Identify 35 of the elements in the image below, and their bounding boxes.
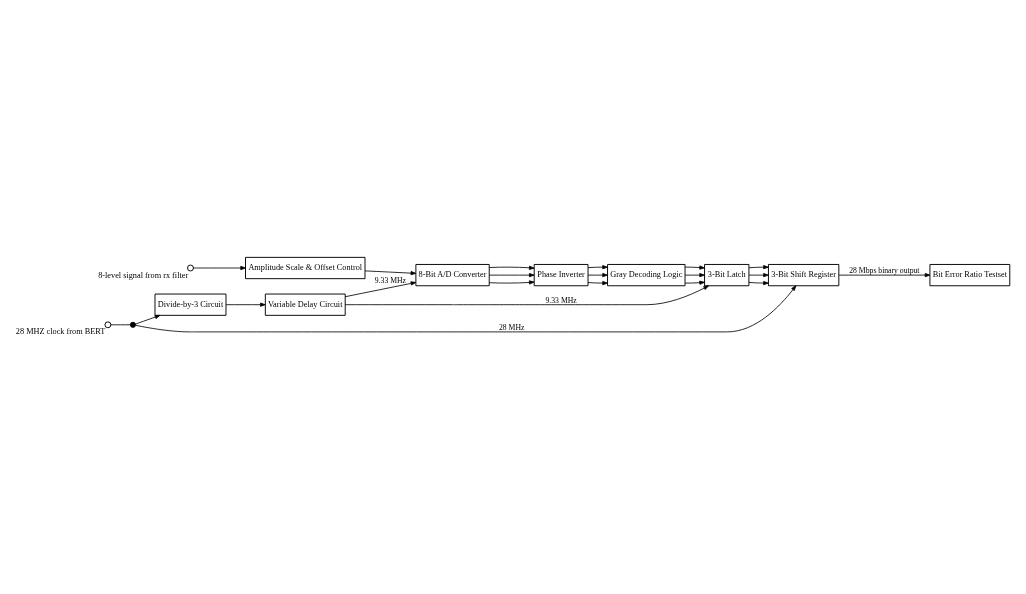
arrow [748,265,769,270]
connector [110,324,131,326]
node-box: 8-Bit A/D Converter [415,264,490,287]
node-box: 3-Bit Latch [704,264,750,287]
node-box: Bit Error Ratio Testset [929,264,1011,287]
node-box: Gray Decoding Logic [607,264,686,287]
arrow [135,285,797,333]
node-circle [187,264,194,272]
node-box: 3-Bit Shift Register [767,264,840,287]
arrow [748,281,769,286]
arrow [684,265,705,270]
arrow [838,273,931,278]
node-box: Amplitude Scale & Offset Control [245,256,366,280]
arrow [364,270,417,276]
node-label: 8-level signal from rx filter [98,270,189,280]
node-box: Variable Delay Circuit [264,293,346,316]
node-dot [129,321,136,328]
arrow [344,285,709,306]
arrow [488,265,535,270]
arrow [225,302,266,307]
arrow [684,280,705,285]
node-box: Divide-by-3 Circuit [154,293,227,316]
arrow [135,315,161,325]
arrow [748,273,769,278]
arrow [587,265,608,270]
node-box: Phase Inverter [533,264,589,287]
arrow [587,281,608,286]
arrow [488,273,535,278]
arrow [684,273,705,278]
node-label: 28 MHZ clock from BERT [15,327,106,337]
arrow [587,273,608,278]
arrow [344,281,417,298]
node-circle [104,321,112,329]
arrow [488,280,535,285]
arrow [193,265,246,271]
